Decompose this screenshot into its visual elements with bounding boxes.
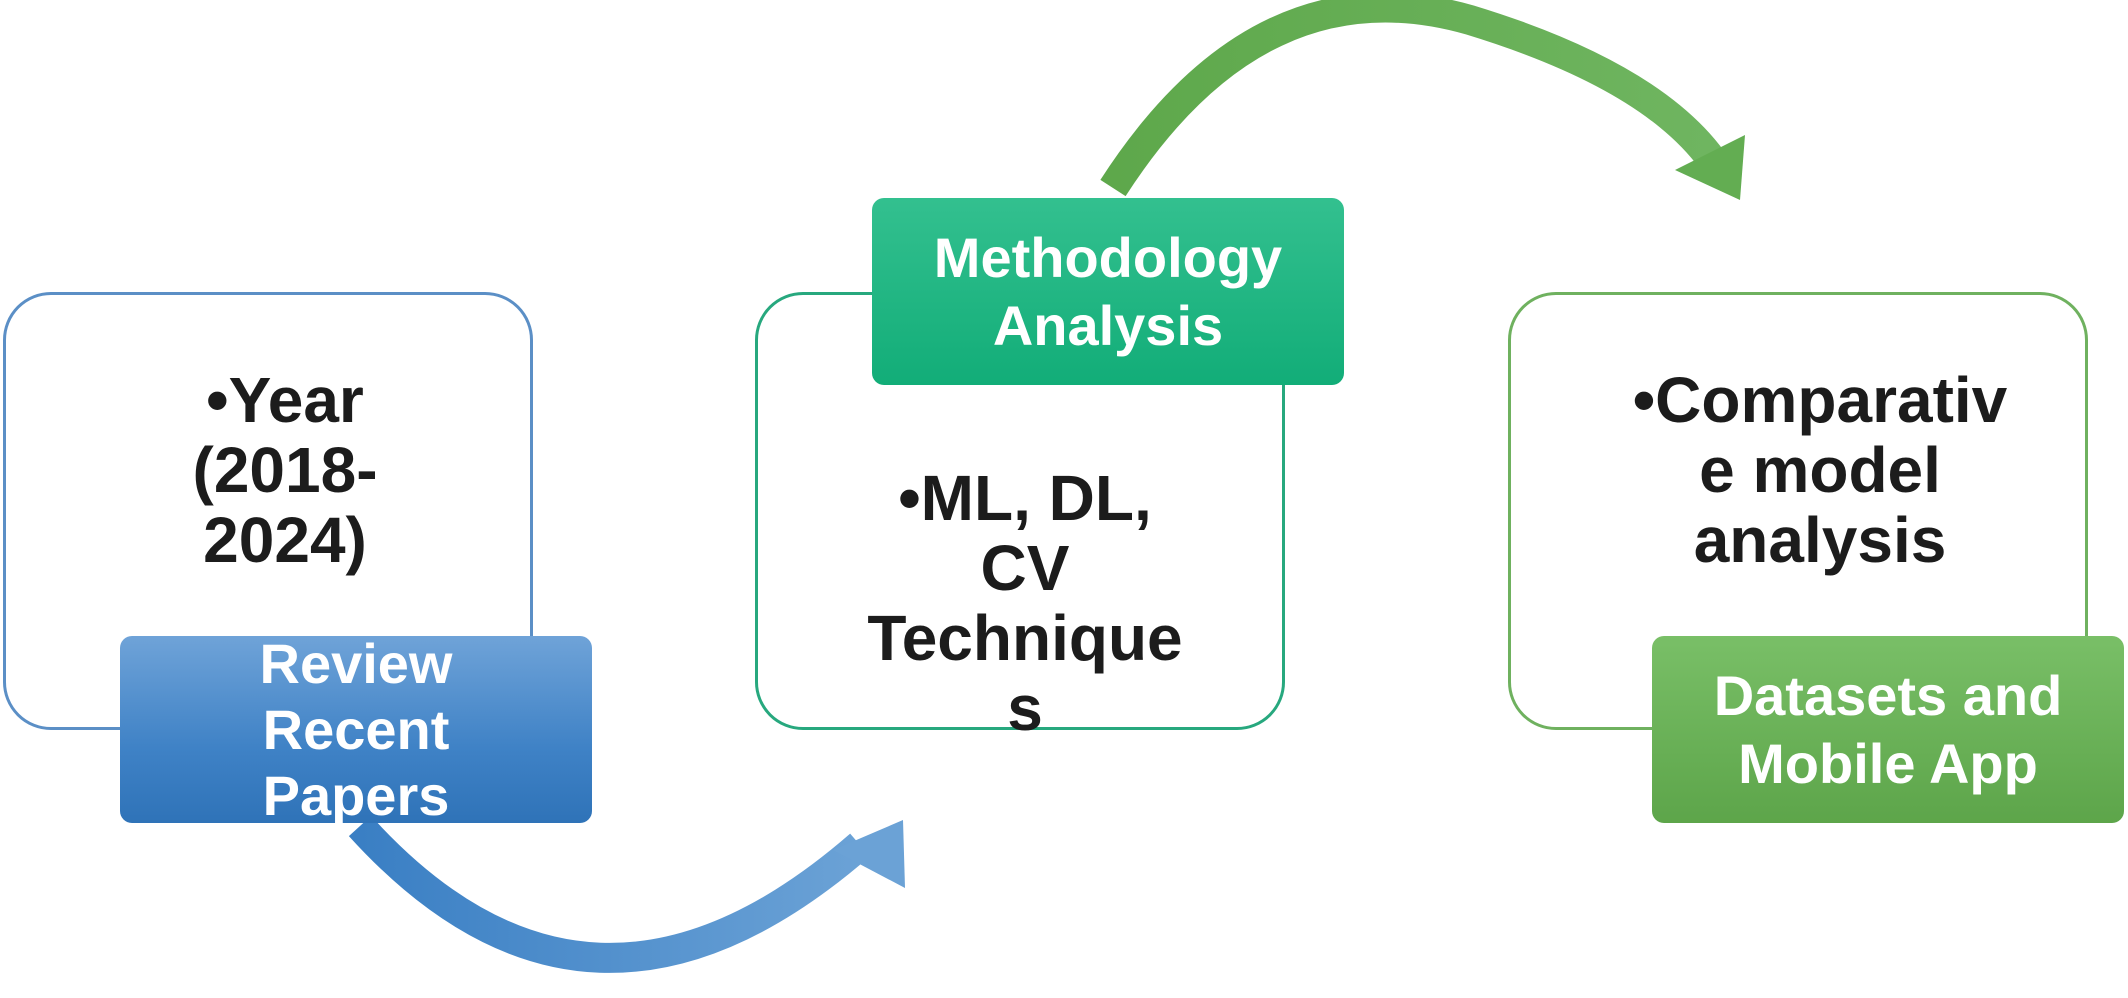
panel-datasets-text: •Comparativ e model analysis — [1632, 364, 2008, 576]
panel-review-text: •Year (2018- 2024) — [192, 364, 378, 576]
curved-arrow-top-head — [1675, 135, 1745, 200]
curved-arrow-bottom-head — [833, 820, 905, 888]
tag-review-recent-papers: Review Recent Papers — [120, 632, 592, 827]
curved-arrow-top — [1100, 0, 1745, 200]
curved-arrow-bottom — [348, 815, 905, 973]
tag-methodology-analysis: Methodology Analysis — [872, 198, 1344, 385]
curved-arrow-top-shaft — [1100, 0, 1725, 197]
curved-arrow-bottom-shaft — [348, 815, 870, 973]
tag-datasets-mobile-app: Datasets and Mobile App — [1652, 636, 2124, 823]
panel-methodology-text: •ML, DL, CV Technique s — [867, 462, 1183, 744]
